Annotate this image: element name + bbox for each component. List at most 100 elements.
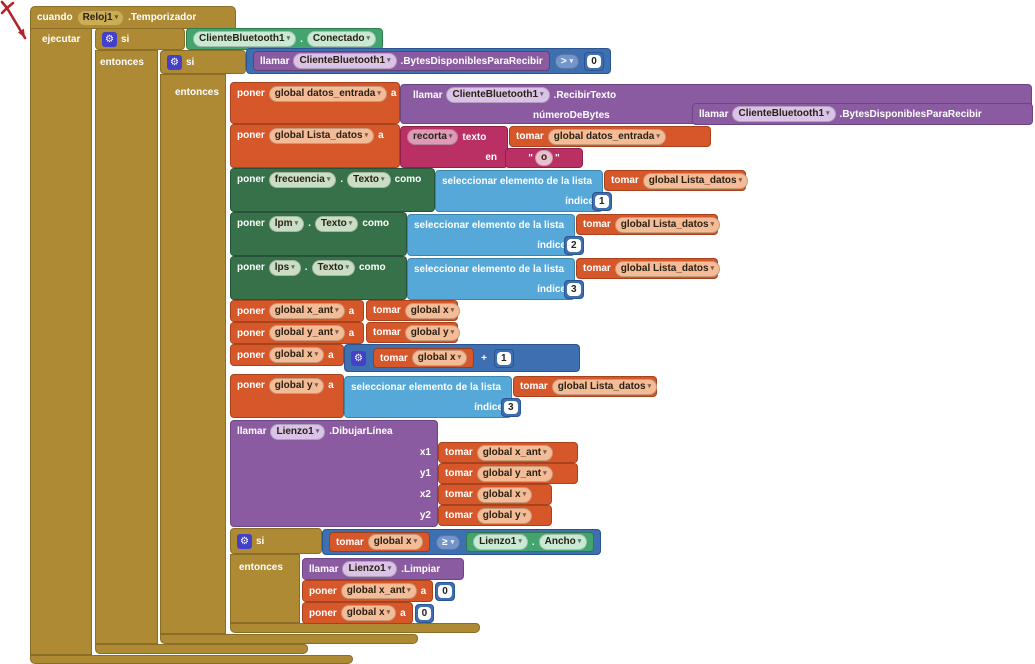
number-field[interactable]: 3 xyxy=(567,283,581,296)
set-x-zero-block[interactable]: poner global x ▾ a xyxy=(302,602,413,624)
variable-dropdown-lista-datos[interactable]: global Lista_datos ▾ xyxy=(551,378,658,395)
number-block[interactable]: 1 xyxy=(493,348,514,368)
if3-block-bottom[interactable] xyxy=(230,623,480,633)
variable-dropdown-lista-datos[interactable]: global Lista_datos ▾ xyxy=(614,260,721,277)
set-x-ant-zero-block[interactable]: poner global x_ant ▾ a xyxy=(302,580,434,602)
set-x-block[interactable]: poner global x ▾ a xyxy=(230,344,344,366)
get-x-ant-block[interactable]: tomar global x_ant ▾ xyxy=(438,442,578,463)
event-block-bottom[interactable] xyxy=(30,655,353,664)
comparison-operator-dropdown[interactable]: > ▾ xyxy=(554,53,580,69)
get-lista-datos-block[interactable]: tomar global Lista_datos ▾ xyxy=(604,170,749,191)
set-frecuencia-texto-block[interactable]: poner frecuencia ▾ . Texto ▾ como xyxy=(230,168,435,212)
get-y-block[interactable]: tomar global y ▾ xyxy=(438,505,552,526)
component-dropdown-lienzo1[interactable]: Lienzo1 ▾ xyxy=(473,534,528,550)
gear-icon[interactable]: ⚙ xyxy=(102,31,117,47)
set-datos-entrada-block[interactable]: poner global datos_entrada ▾ a xyxy=(230,82,400,124)
property-dropdown-texto[interactable]: Texto ▾ xyxy=(347,171,391,188)
variable-dropdown-x-ant[interactable]: global x_ant ▾ xyxy=(268,303,345,319)
component-dropdown-clientebluetooth1[interactable]: ClienteBluetooth1 ▾ xyxy=(193,31,297,47)
variable-dropdown-y[interactable]: global y ▾ xyxy=(476,507,533,524)
get-lista-datos-block[interactable]: tomar global Lista_datos ▾ xyxy=(576,258,721,279)
variable-dropdown-x[interactable]: global x ▾ xyxy=(411,350,468,366)
variable-dropdown-x[interactable]: global x ▾ xyxy=(404,302,461,319)
index-number-block[interactable]: 3 xyxy=(564,280,584,299)
if2-block-left-spine[interactable]: entonces xyxy=(160,74,226,634)
select-list-item-block[interactable]: seleccionar elemento de la lista índice xyxy=(435,170,603,212)
property-dropdown-ancho[interactable]: Ancho ▾ xyxy=(538,534,588,550)
if1-block-left-spine[interactable]: entonces xyxy=(95,50,158,644)
variable-dropdown-y[interactable]: global y ▾ xyxy=(268,377,325,394)
set-y-block[interactable]: poner global y ▾ a xyxy=(230,374,344,418)
call-dibujar-linea-block[interactable]: llamar Lienzo1 ▾ .DibujarLínea x1 y1 x2 … xyxy=(230,420,438,527)
select-list-item-block[interactable]: seleccionar elemento de la lista índice xyxy=(344,376,512,418)
property-dropdown-texto[interactable]: Texto ▾ xyxy=(314,215,359,232)
if1-block-bottom[interactable] xyxy=(95,644,308,654)
get-x-block[interactable]: tomar global x ▾ xyxy=(373,348,475,368)
index-number-block[interactable]: 3 xyxy=(501,398,521,417)
component-dropdown-clientebluetooth1[interactable]: ClienteBluetooth1 ▾ xyxy=(446,87,550,103)
number-field[interactable]: 0 xyxy=(438,584,452,598)
variable-dropdown-datos-entrada[interactable]: global datos_entrada ▾ xyxy=(547,128,666,145)
select-list-item-block[interactable]: seleccionar elemento de la lista índice xyxy=(407,258,575,300)
component-dropdown-lienzo1[interactable]: Lienzo1 ▾ xyxy=(270,423,326,440)
string-field[interactable]: o xyxy=(534,150,554,166)
set-y-ant-block[interactable]: poner global y_ant ▾ a xyxy=(230,322,364,344)
comparison-operator-dropdown[interactable]: ≥ ▾ xyxy=(436,534,461,550)
component-dropdown-clientebluetooth1[interactable]: ClienteBluetooth1 ▾ xyxy=(293,53,397,69)
string-separator-block[interactable]: " o " xyxy=(505,148,583,168)
variable-dropdown-x[interactable]: global x ▾ xyxy=(268,347,325,363)
variable-dropdown-lista-datos[interactable]: global Lista_datos ▾ xyxy=(642,172,749,189)
if2-block-bottom[interactable] xyxy=(160,634,418,644)
component-dropdown-reloj1[interactable]: Reloj1 ▾ xyxy=(76,9,125,26)
math-add-block[interactable]: ⚙ tomar global x ▾ + 1 xyxy=(344,344,580,372)
component-dropdown-lps[interactable]: lps ▾ xyxy=(268,259,301,276)
variable-dropdown-lista-datos[interactable]: global Lista_datos ▾ xyxy=(614,216,721,233)
gear-icon[interactable]: ⚙ xyxy=(237,533,252,549)
get-x-block[interactable]: tomar global x ▾ xyxy=(329,532,431,552)
property-dropdown-conectado[interactable]: Conectado ▾ xyxy=(306,31,377,47)
call-limpiar-block[interactable]: llamar Lienzo1 ▾ .Limpiar xyxy=(302,558,464,580)
set-lps-texto-block[interactable]: poner lps ▾ . Texto ▾ como xyxy=(230,256,407,300)
property-dropdown-texto[interactable]: Texto ▾ xyxy=(311,259,355,276)
component-dropdown-frecuencia[interactable]: frecuencia ▾ xyxy=(268,171,337,188)
number-block[interactable]: 0 xyxy=(584,51,604,71)
variable-dropdown-lista-datos[interactable]: global Lista_datos ▾ xyxy=(268,127,375,144)
number-field[interactable]: 3 xyxy=(504,401,518,414)
call-bytes-disponibles-block[interactable]: llamar ClienteBluetooth1 ▾ .BytesDisponi… xyxy=(253,51,550,71)
get-x-block[interactable]: tomar global x ▾ xyxy=(366,300,461,321)
call-bytes-disponibles-block[interactable]: llamar ClienteBluetooth1 ▾ .BytesDisponi… xyxy=(692,103,1033,125)
set-lista-datos-block[interactable]: poner global Lista_datos ▾ a xyxy=(230,124,400,168)
index-number-block[interactable]: 1 xyxy=(592,192,612,211)
split-text-block[interactable]: recorta ▾ texto en xyxy=(400,126,508,168)
number-block[interactable]: 0 xyxy=(435,581,455,601)
get-datos-entrada-block[interactable]: tomar global datos_entrada ▾ xyxy=(509,126,711,147)
if2-block-header[interactable]: ⚙ si xyxy=(160,50,246,74)
variable-dropdown-y-ant[interactable]: global y_ant ▾ xyxy=(268,325,345,341)
set-lpm-texto-block[interactable]: poner lpm ▾ . Texto ▾ como xyxy=(230,212,407,256)
component-dropdown-lienzo1[interactable]: Lienzo1 ▾ xyxy=(342,561,398,577)
number-field[interactable]: 0 xyxy=(417,606,432,620)
index-number-block[interactable]: 2 xyxy=(564,236,584,255)
gear-icon[interactable]: ⚙ xyxy=(351,350,366,366)
if3-block-header[interactable]: ⚙ si xyxy=(230,528,322,554)
get-y-ant-block[interactable]: tomar global y_ant ▾ xyxy=(438,463,578,484)
number-field[interactable]: 1 xyxy=(595,195,609,208)
if1-block-header[interactable]: ⚙ si xyxy=(95,28,185,50)
get-lista-datos-block[interactable]: tomar global Lista_datos ▾ xyxy=(576,214,721,235)
number-field[interactable]: 2 xyxy=(567,239,581,252)
variable-dropdown-x[interactable]: global x ▾ xyxy=(476,486,533,503)
variable-dropdown-x[interactable]: global x ▾ xyxy=(367,534,424,550)
if3-condition-compare-block[interactable]: tomar global x ▾ ≥ ▾ Lienzo1 ▾ . Ancho ▾ xyxy=(322,529,602,555)
get-y-block[interactable]: tomar global y ▾ xyxy=(366,322,461,343)
variable-dropdown-x[interactable]: global x ▾ xyxy=(340,605,397,621)
number-field[interactable]: 0 xyxy=(587,54,601,68)
variable-dropdown-y[interactable]: global y ▾ xyxy=(404,324,461,341)
split-mode-dropdown[interactable]: recorta ▾ xyxy=(407,129,459,145)
if2-condition-compare-block[interactable]: llamar ClienteBluetooth1 ▾ .BytesDisponi… xyxy=(246,48,611,74)
get-ancho-property-block[interactable]: Lienzo1 ▾ . Ancho ▾ xyxy=(466,532,595,552)
variable-dropdown-x-ant[interactable]: global x_ant ▾ xyxy=(340,583,417,599)
variable-dropdown-x-ant[interactable]: global x_ant ▾ xyxy=(476,444,553,461)
if1-condition-property-block[interactable]: ClienteBluetooth1 ▾ . Conectado ▾ xyxy=(186,28,384,50)
component-dropdown-clientebluetooth1[interactable]: ClienteBluetooth1 ▾ xyxy=(732,106,836,122)
